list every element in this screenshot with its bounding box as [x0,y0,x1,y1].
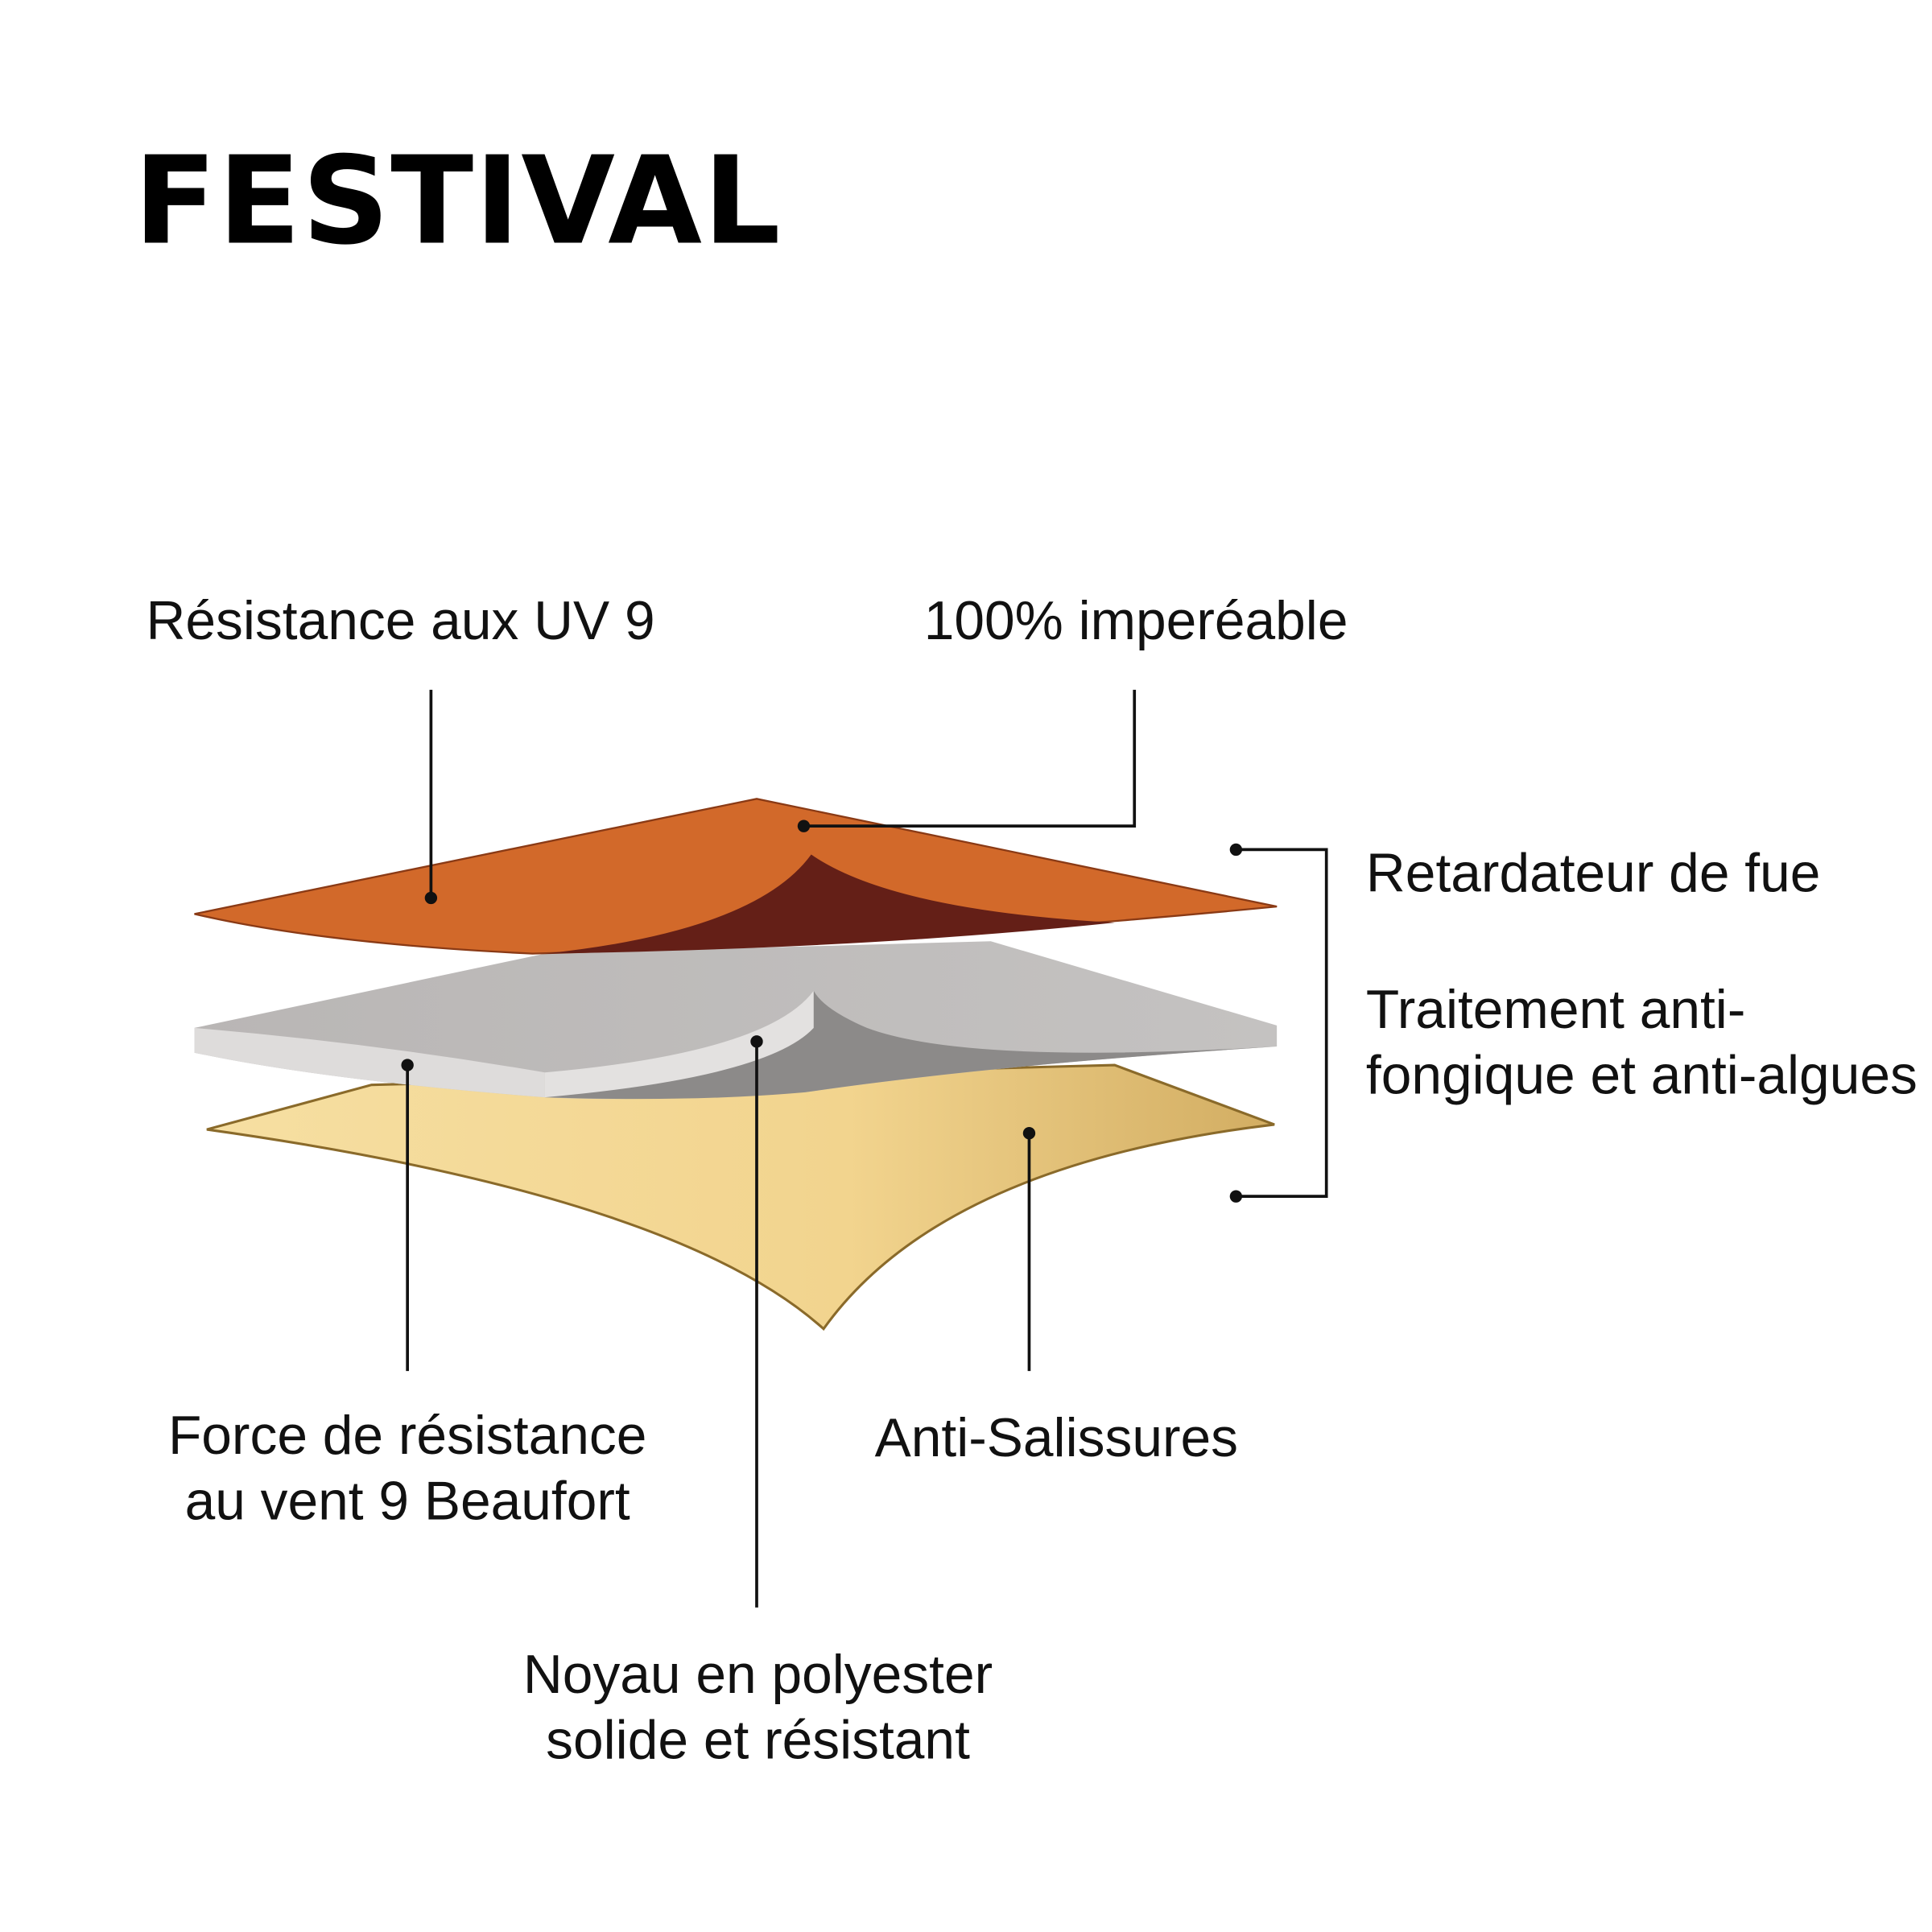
leader-uv [424,689,438,905]
leader-core [750,1035,763,1608]
label-wind-2: au vent 9 Beaufort [185,1472,630,1532]
bottom-layer [206,1063,1275,1331]
label-waterproof: 100% imperéable [924,591,1348,651]
middle-layer-edge [194,1027,545,1098]
middle-layer-fold-edge [544,990,814,1098]
label-dirt: Anti-Salissures [875,1408,1238,1468]
label-uv: Résistance aux UV 9 [147,591,655,651]
leader-dirt [1022,1127,1036,1372]
label-fungal-2: fongique et anti-algues [1366,1045,1918,1105]
page-title: FESTIVAL [134,130,782,272]
bracket-fire-fungal [1229,843,1328,1203]
middle-layer-fold [544,990,1278,1100]
label-fire: Retardateur de fue [1366,844,1820,904]
label-core-1: Noyau en polyester [523,1645,993,1705]
label-fungal-1: Traitement anti- [1366,980,1745,1040]
label-wind-1: Force de résistance [168,1406,646,1466]
label-core-2: solide et résistant [546,1711,970,1771]
top-layer-fold [544,854,1115,954]
leader-wind [401,1059,414,1372]
leader-waterproof [797,689,1137,832]
